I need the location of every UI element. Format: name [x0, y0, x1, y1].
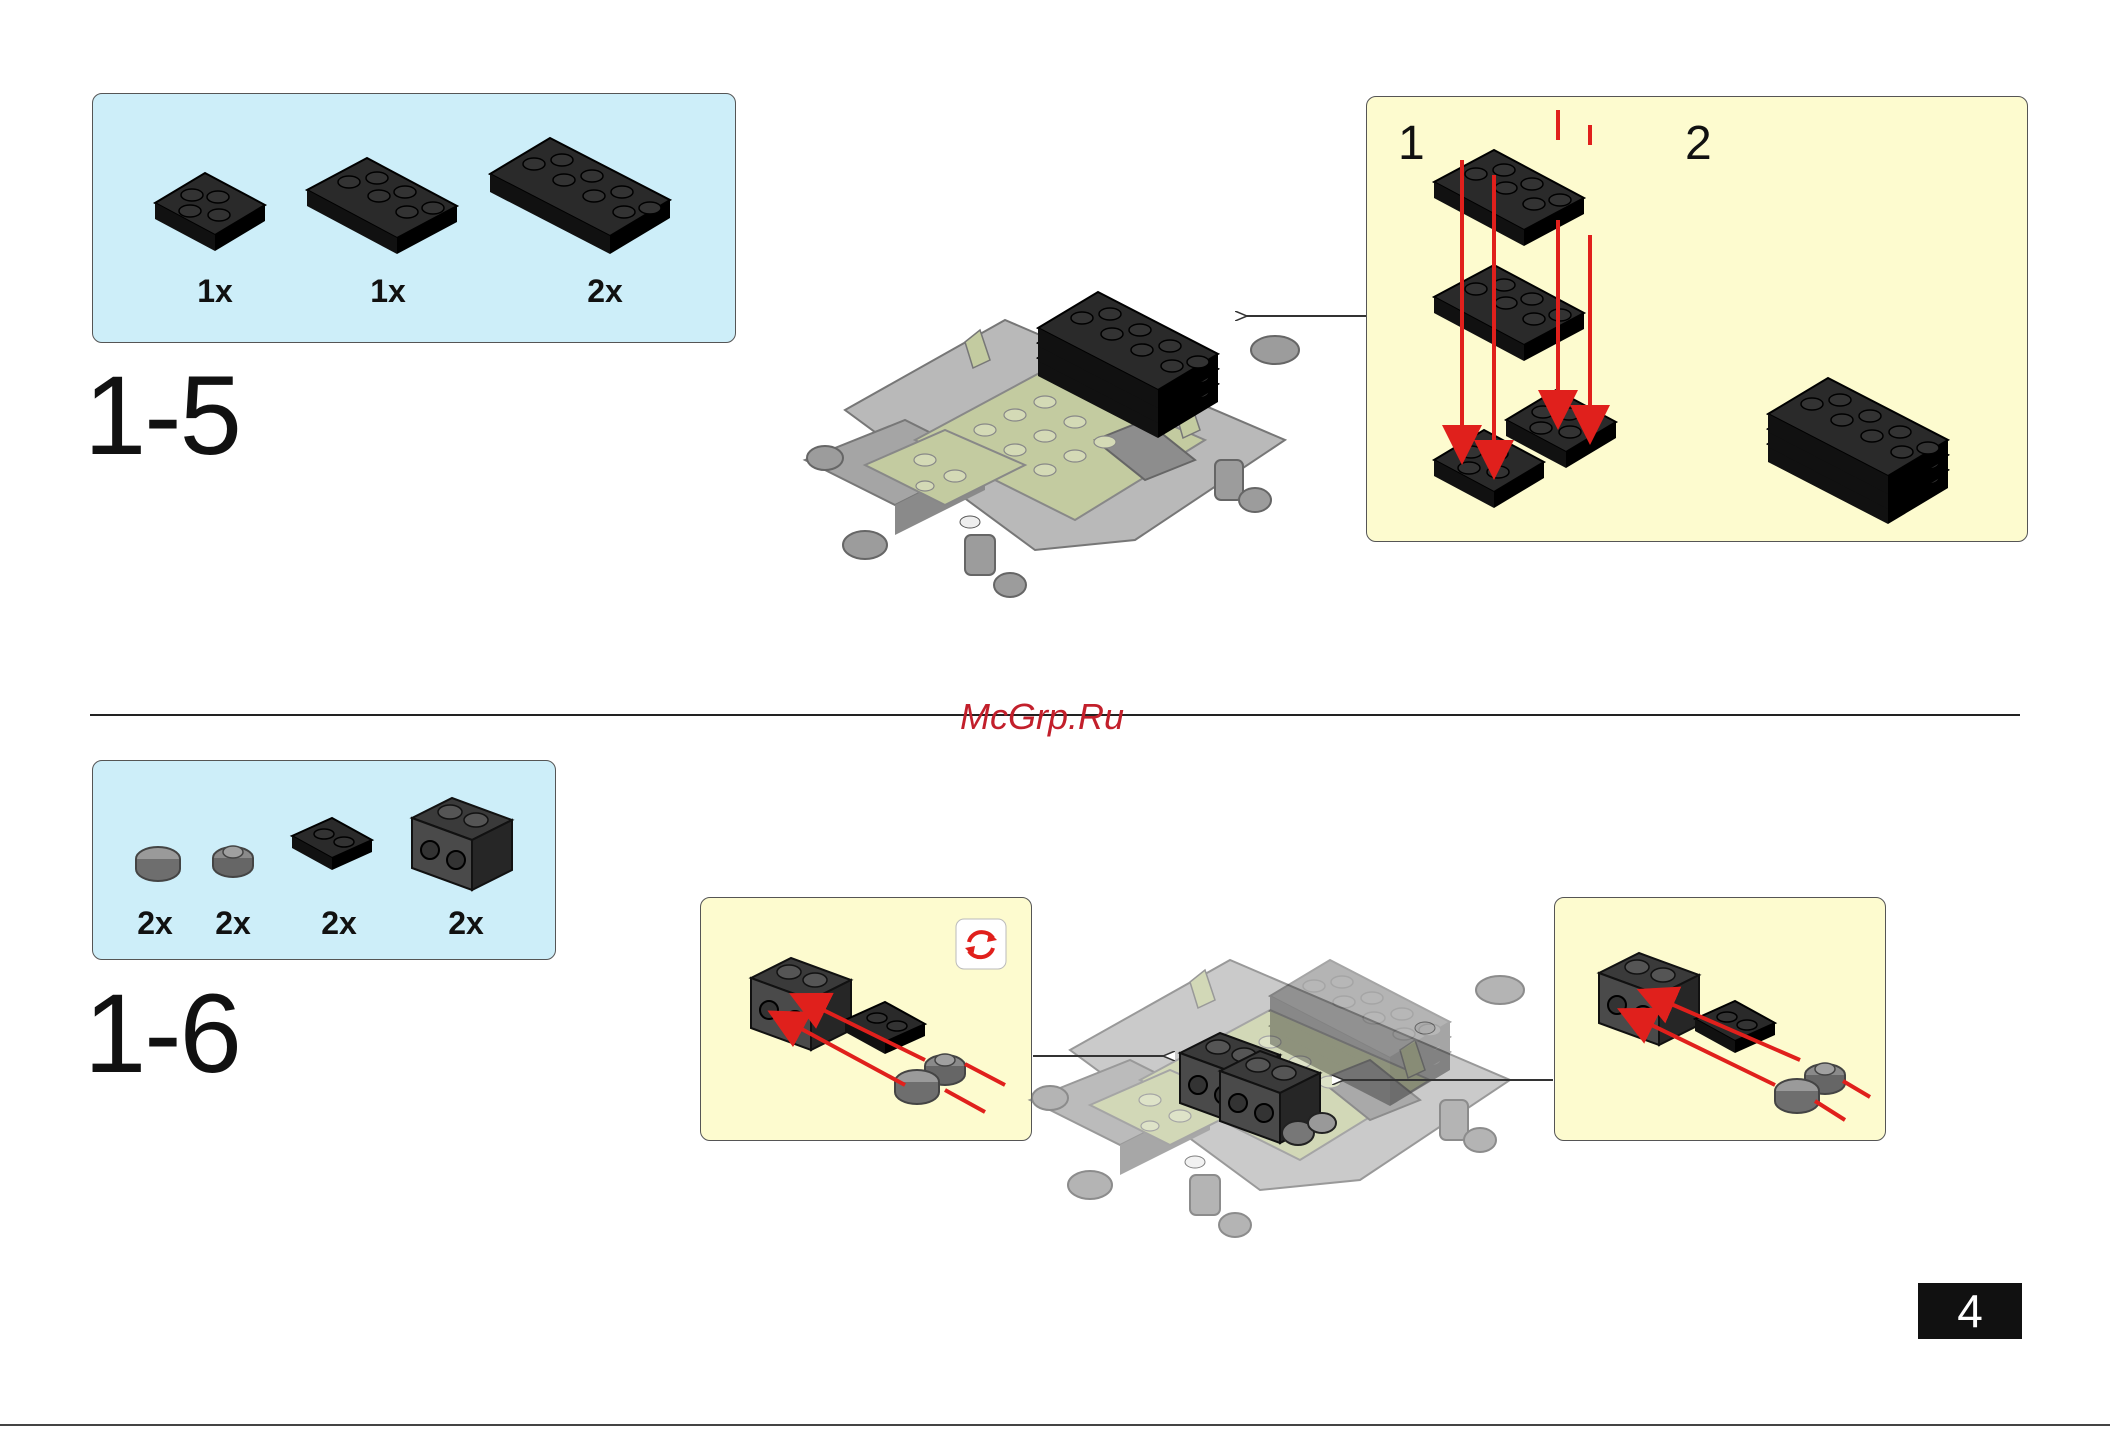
page-number: 4	[1918, 1283, 2022, 1339]
page-bottom-rule	[0, 1424, 2110, 1426]
